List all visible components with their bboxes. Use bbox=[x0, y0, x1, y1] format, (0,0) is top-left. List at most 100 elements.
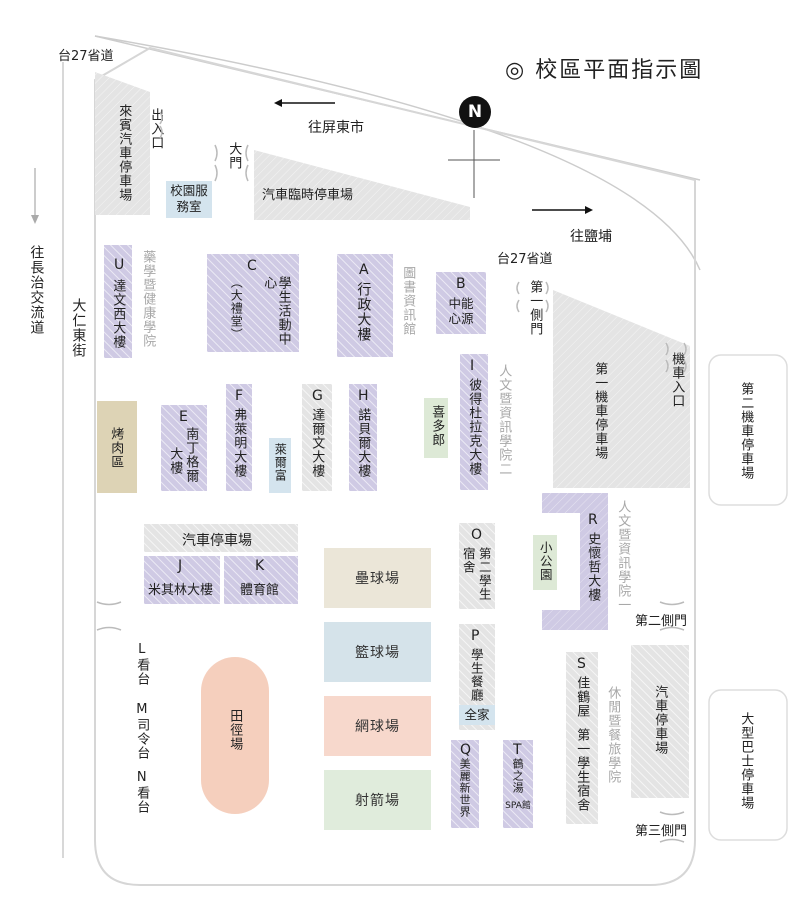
road-tai27-top: 台27省道 bbox=[58, 49, 114, 64]
building-u[interactable]: U 達文西大樓 bbox=[104, 245, 132, 358]
college-pharmacy: 藥學暨健康學院 bbox=[140, 250, 156, 348]
label-to-changzhi: 往長治交流道 bbox=[28, 245, 45, 335]
compass-label: N bbox=[467, 102, 483, 122]
moto-parking-2-label: 第二機車停車場 bbox=[738, 382, 754, 480]
tennis-court[interactable]: 網球場 bbox=[324, 696, 431, 756]
building-s-subname: 第一學生宿舍 bbox=[574, 728, 590, 812]
archery-range[interactable]: 射箭場 bbox=[324, 770, 431, 830]
college-humanities-1: 人文暨資訊學院一 bbox=[615, 500, 631, 612]
building-a[interactable]: A 行政大樓 bbox=[337, 254, 393, 357]
building-b-letter: B bbox=[456, 276, 466, 292]
car-parking-right-label: 汽車停車場 bbox=[652, 685, 668, 755]
building-q[interactable]: Q 美麗新世界 bbox=[451, 740, 479, 828]
track-field[interactable]: 田徑場 bbox=[201, 657, 269, 814]
service-office[interactable]: 校園服務室 bbox=[166, 181, 212, 218]
building-o-name: 第二學生 bbox=[476, 547, 492, 601]
building-h-letter: H bbox=[358, 388, 369, 404]
stand-m: M司令台 bbox=[134, 702, 150, 760]
building-j-letter: J bbox=[178, 558, 183, 574]
stand-l: L看台 bbox=[134, 642, 150, 686]
archery-label: 射箭場 bbox=[355, 793, 400, 809]
side-gate-3-label: 第三側門 bbox=[635, 824, 688, 839]
building-e[interactable]: E 南丁格爾 大樓 bbox=[161, 405, 207, 491]
xiduo-label: 喜多郎 bbox=[429, 405, 445, 447]
car-parking-right[interactable]: 汽車停車場 bbox=[631, 645, 689, 798]
label-daren-east: 大仁東街 bbox=[70, 298, 87, 358]
xiduo-store[interactable]: 喜多郎 bbox=[424, 398, 448, 458]
baseball-label: 壘球場 bbox=[355, 571, 400, 587]
label-to-pingtung: 往屏東市 bbox=[308, 120, 364, 136]
tennis-label: 網球場 bbox=[355, 719, 400, 735]
building-h-name: 諾貝爾大樓 bbox=[355, 408, 371, 478]
building-a-name: 行政大樓 bbox=[355, 282, 372, 342]
building-p-name: 學生餐廳 bbox=[468, 648, 484, 702]
building-b-name: 中能心源 bbox=[448, 296, 474, 326]
building-t-name: 鶴之湯 bbox=[511, 758, 525, 794]
building-b[interactable]: B 中能心源 bbox=[436, 272, 486, 334]
library-label: 圖書資訊館 bbox=[400, 266, 416, 336]
building-i[interactable]: I 彼得杜拉克大樓 bbox=[460, 354, 488, 490]
building-f-letter: F bbox=[235, 388, 244, 404]
main-gate-label: 大門 bbox=[226, 142, 242, 170]
map-title: ◎ 校區平面指示圖 bbox=[505, 58, 704, 83]
service-office-label: 校園服務室 bbox=[170, 183, 208, 214]
building-s-name: 佳鶴屋 bbox=[574, 676, 590, 718]
building-p-letter: P bbox=[471, 628, 480, 644]
building-r-letter: R bbox=[588, 512, 598, 528]
building-o[interactable]: O 第二學生 宿舍 bbox=[459, 523, 495, 609]
baseball-field[interactable]: 壘球場 bbox=[324, 548, 431, 608]
familymart[interactable]: 全家 bbox=[459, 705, 495, 725]
laifu-store[interactable]: 萊爾富 bbox=[269, 438, 291, 493]
car-parking-mid[interactable]: 汽車停車場 bbox=[144, 524, 298, 552]
guest-parking-label: 來賓汽車停車場 bbox=[116, 104, 132, 202]
building-k-letter: K bbox=[255, 558, 265, 574]
building-q-letter: Q bbox=[460, 742, 472, 758]
building-u-letter: U bbox=[114, 257, 125, 273]
bus-parking-label: 大型巴士停車場 bbox=[738, 712, 754, 810]
building-o-letter: O bbox=[471, 527, 483, 543]
basketball-label: 籃球場 bbox=[355, 645, 400, 661]
building-g[interactable]: G 達爾文大樓 bbox=[302, 384, 332, 491]
basketball-court[interactable]: 籃球場 bbox=[324, 622, 431, 682]
laifu-label: 萊爾富 bbox=[273, 443, 288, 482]
building-h[interactable]: H 諾貝爾大樓 bbox=[349, 384, 377, 491]
side-gate-1-label: 第一側門 bbox=[527, 280, 543, 336]
building-j[interactable]: J 米其林大樓 bbox=[144, 556, 220, 604]
building-q-name: 美麗新世界 bbox=[458, 758, 472, 818]
building-t[interactable]: T 鶴之湯 SPA館 bbox=[503, 740, 533, 828]
building-s[interactable]: S 佳鶴屋 第一學生宿舍 bbox=[566, 652, 598, 824]
building-g-name: 達爾文大樓 bbox=[309, 408, 325, 478]
building-c-letter: C bbox=[247, 258, 257, 274]
building-s-letter: S bbox=[577, 656, 586, 672]
building-o-subname: 宿舍 bbox=[460, 547, 476, 574]
familymart-label: 全家 bbox=[464, 707, 490, 722]
building-k[interactable]: K 體育館 bbox=[224, 556, 298, 604]
building-r-name: 史懷哲大樓 bbox=[585, 532, 601, 602]
label-to-yanpu: 往鹽埔 bbox=[570, 229, 612, 245]
moto-entry-label: 機車入口 bbox=[669, 352, 685, 408]
building-t-subname: SPA館 bbox=[505, 801, 531, 811]
moto-parking-1-label: 第一機車停車場 bbox=[592, 362, 608, 460]
building-e-letter: E bbox=[179, 409, 188, 425]
building-c[interactable]: C 學生活動中心 （大禮堂） bbox=[207, 254, 299, 352]
building-c-name: 學生活動中心 bbox=[261, 276, 291, 346]
building-f[interactable]: F 弗萊明大樓 bbox=[226, 384, 252, 491]
bbq-label: 烤肉區 bbox=[108, 427, 124, 469]
track-label: 田徑場 bbox=[227, 709, 243, 751]
bbq-area[interactable]: 烤肉區 bbox=[97, 401, 137, 493]
building-t-letter: T bbox=[513, 742, 522, 758]
temp-parking-label: 汽車臨時停車場 bbox=[262, 188, 354, 203]
building-g-letter: G bbox=[312, 388, 323, 404]
building-j-name: 米其林大樓 bbox=[148, 583, 214, 598]
compass-n-icon: N bbox=[459, 96, 491, 128]
building-c-subname: （大禮堂） bbox=[229, 276, 244, 341]
building-a-letter: A bbox=[359, 262, 369, 278]
stand-n: N看台 bbox=[134, 770, 150, 814]
college-leisure: 休閒暨餐旅學院 bbox=[605, 686, 621, 784]
road-tai27-mid: 台27省道 bbox=[497, 252, 553, 267]
college-humanities-2: 人文暨資訊學院二 bbox=[496, 364, 512, 476]
building-e-subname: 大樓 bbox=[167, 447, 183, 475]
